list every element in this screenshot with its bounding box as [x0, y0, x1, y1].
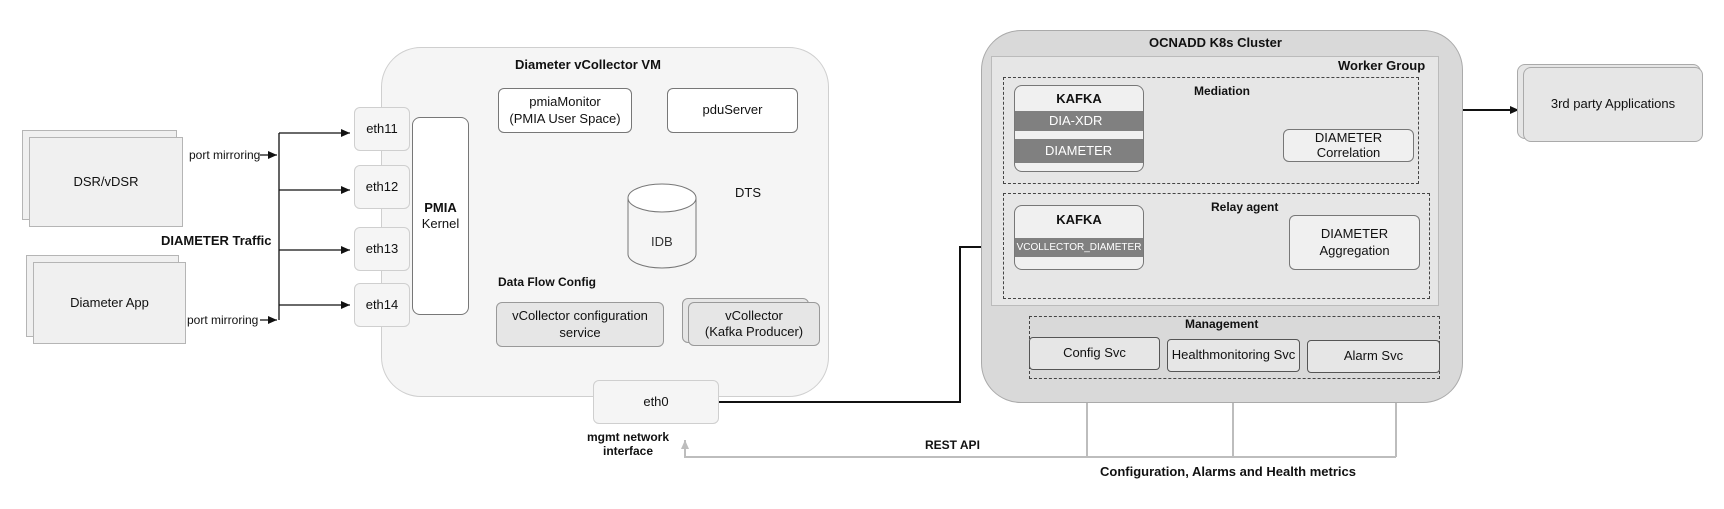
worker-group-label: Worker Group — [1338, 58, 1426, 73]
kafka-mediation-box: KAFKA DIA-XDR DIAMETER — [1014, 85, 1144, 172]
mediation-label: Mediation — [1194, 84, 1250, 98]
healthmonitoring-svc-box: Healthmonitoring Svc — [1167, 339, 1300, 372]
data-flow-config-label: Data Flow Config — [498, 275, 596, 289]
pmia-monitor-box: pmiaMonitor (PMIA User Space) — [498, 88, 632, 133]
dia-xdr-band: DIA-XDR — [1015, 111, 1143, 131]
correlation-line1: DIAMETER — [1314, 130, 1383, 146]
pduserver-label: pduServer — [702, 102, 763, 118]
diameter-app-label: Diameter App — [70, 294, 149, 310]
relay-agent-label: Relay agent — [1211, 200, 1279, 214]
alarm-svc-box: Alarm Svc — [1307, 340, 1440, 373]
config-svc-label: Config Svc — [1063, 345, 1126, 361]
eth14-label: eth14 — [365, 296, 399, 312]
eth0-box: eth0 — [593, 380, 719, 424]
idb-label: IDB — [651, 234, 673, 249]
management-label: Management — [1185, 317, 1259, 331]
dsr-label: DSR/vDSR — [73, 173, 139, 189]
mgmt-line2: interface — [602, 444, 654, 459]
dsr-box: DSR/vDSR — [29, 137, 183, 227]
kafka-producer-label: (Kafka Producer) — [704, 324, 804, 339]
pmia-kernel-label: Kernel — [421, 216, 460, 231]
config-service-line2: service — [559, 324, 601, 340]
interface-eth12: eth12 — [354, 165, 410, 209]
relay-agent-group — [1003, 193, 1430, 299]
vcollector-diameter-band: VCOLLECTOR_DIAMETER — [1015, 238, 1143, 257]
aggregation-line2: Aggregation — [1319, 242, 1390, 258]
pmia-userspace-label: (PMIA User Space) — [509, 110, 621, 126]
diameter-band: DIAMETER — [1015, 139, 1143, 163]
eth11-label: eth11 — [366, 120, 398, 136]
idb-cylinder — [627, 183, 697, 269]
pduserver-box: pduServer — [667, 88, 798, 133]
interface-eth13: eth13 — [354, 227, 410, 271]
port-mirroring-bottom-label: port mirroring — [187, 313, 259, 327]
diameter-aggregation-box: DIAMETER Aggregation — [1289, 215, 1420, 270]
alarm-svc-label: Alarm Svc — [1343, 348, 1404, 364]
mgmt-interface-label: mgmt network interface — [573, 430, 683, 459]
eth13-label: eth13 — [365, 240, 399, 256]
port-mirroring-arrows — [260, 129, 350, 324]
port-mirroring-top-label: port mirroring — [189, 148, 261, 162]
config-svc-box: Config Svc — [1029, 337, 1160, 370]
mgmt-line1: mgmt network — [586, 430, 669, 444]
metrics-caption-label: Configuration, Alarms and Health metrics — [1100, 464, 1356, 479]
correlation-line2: Correlation — [1316, 144, 1381, 160]
kafka-mediation-title: KAFKA — [1056, 91, 1102, 106]
interface-eth14: eth14 — [354, 283, 410, 327]
kafka-relay-title: KAFKA — [1056, 212, 1102, 227]
vcollector-config-service-box: vCollector configuration service — [496, 302, 664, 347]
eth0-label: eth0 — [643, 393, 669, 409]
pmia-kernel-box: PMIA Kernel — [412, 117, 469, 315]
vm-title: Diameter vCollector VM — [515, 57, 661, 72]
config-service-line1: vCollector configuration — [512, 308, 648, 324]
interface-eth11: eth11 — [354, 107, 410, 151]
third-party-box: 3rd party Applications — [1523, 67, 1703, 142]
pmia-bold-label: PMIA — [424, 199, 457, 215]
aggregation-line1: DIAMETER — [1320, 226, 1389, 242]
diameter-traffic-label: DIAMETER Traffic — [161, 233, 272, 248]
rest-api-label: REST API — [925, 438, 980, 452]
diameter-app-box: Diameter App — [33, 262, 186, 344]
vcollector-box: vCollector (Kafka Producer) — [688, 302, 820, 346]
kafka-relay-box: KAFKA VCOLLECTOR_DIAMETER — [1014, 205, 1144, 270]
pmia-monitor-label: pmiaMonitor — [529, 94, 601, 110]
dts-label: DTS — [735, 185, 761, 200]
third-party-label: 3rd party Applications — [1550, 96, 1676, 112]
mediation-group — [1003, 77, 1419, 184]
cluster-title: OCNADD K8s Cluster — [1149, 35, 1282, 50]
diameter-correlation-box: DIAMETER Correlation — [1283, 129, 1414, 162]
health-svc-label: Healthmonitoring Svc — [1171, 347, 1296, 363]
vcollector-label: vCollector — [725, 307, 783, 323]
eth12-label: eth12 — [365, 178, 399, 194]
